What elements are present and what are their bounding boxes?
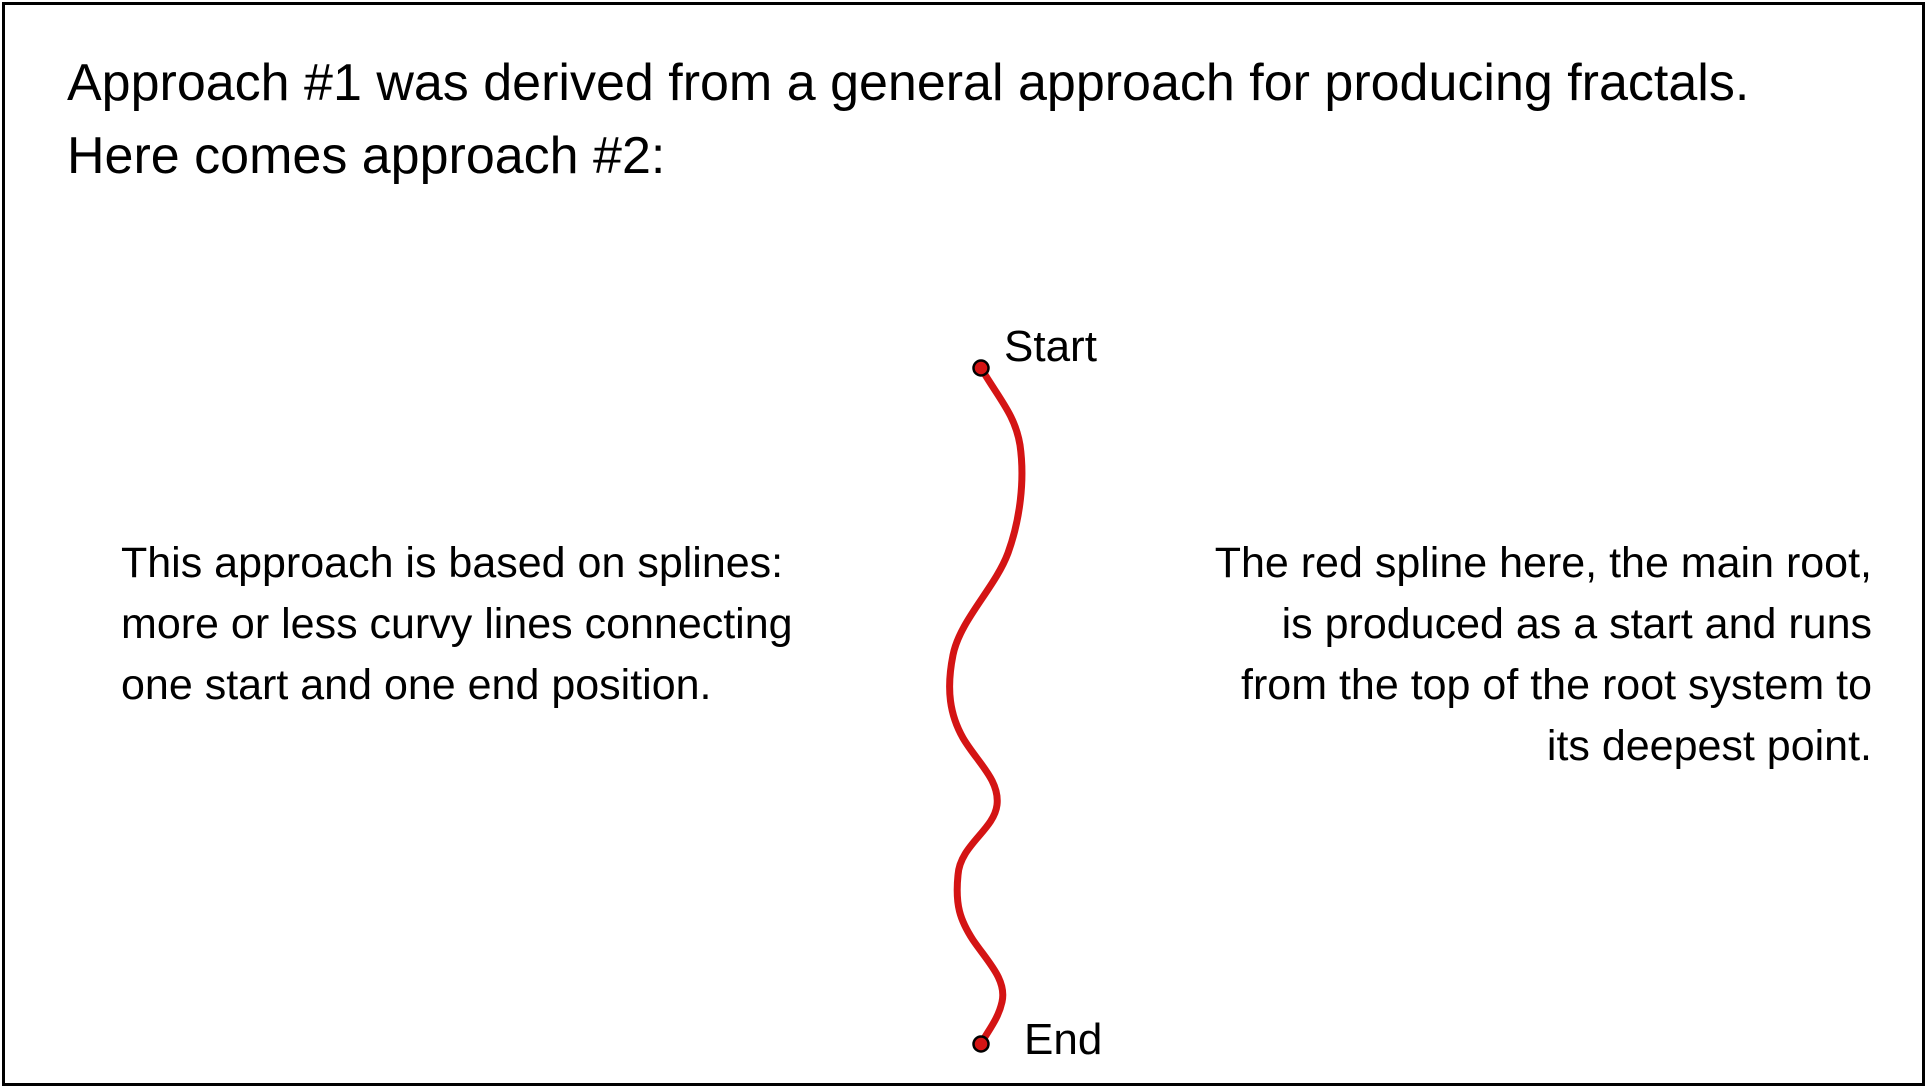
end-label: End (1024, 1015, 1103, 1064)
left-description-line-2: more or less curvy lines connecting (121, 600, 793, 648)
right-description-line-4: its deepest point. (1546, 722, 1872, 770)
left-description-line-3: one start and one end position. (121, 661, 712, 709)
heading-line-1: Approach #1 was derived from a general a… (67, 54, 1750, 112)
right-description-line-1: The red spline here, the main root, (1214, 539, 1872, 587)
slide-heading: Approach #1 was derived from a general a… (67, 47, 1749, 193)
right-description-line-3: from the top of the root system to (1241, 661, 1872, 709)
left-description: This approach is based on splines: more … (121, 533, 793, 716)
left-description-line-1: This approach is based on splines: (121, 539, 784, 587)
heading-line-2: Here comes approach #2: (67, 127, 666, 185)
right-description: The red spline here, the main root, is p… (1215, 533, 1872, 777)
right-description-line-2: is produced as a start and runs (1281, 600, 1872, 648)
start-label: Start (1004, 322, 1097, 371)
